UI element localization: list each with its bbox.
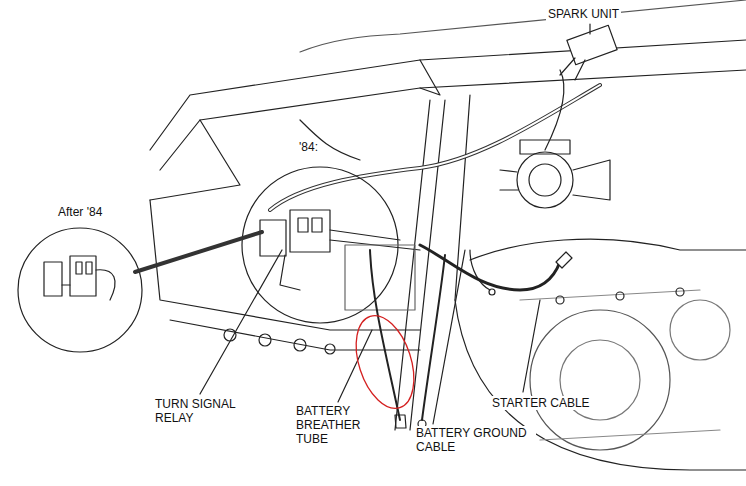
part-label: BATTERY BREATHER TUBE [294, 404, 370, 446]
year-label: '84: [297, 140, 320, 154]
year-label: After '84 [56, 205, 104, 219]
part-label: BATTERY GROUND CABLE [414, 426, 536, 454]
part-label: SPARK UNIT [546, 7, 621, 21]
part-label: TURN SIGNAL RELAY [153, 397, 253, 425]
part-label: STARTER CABLE [490, 396, 592, 410]
